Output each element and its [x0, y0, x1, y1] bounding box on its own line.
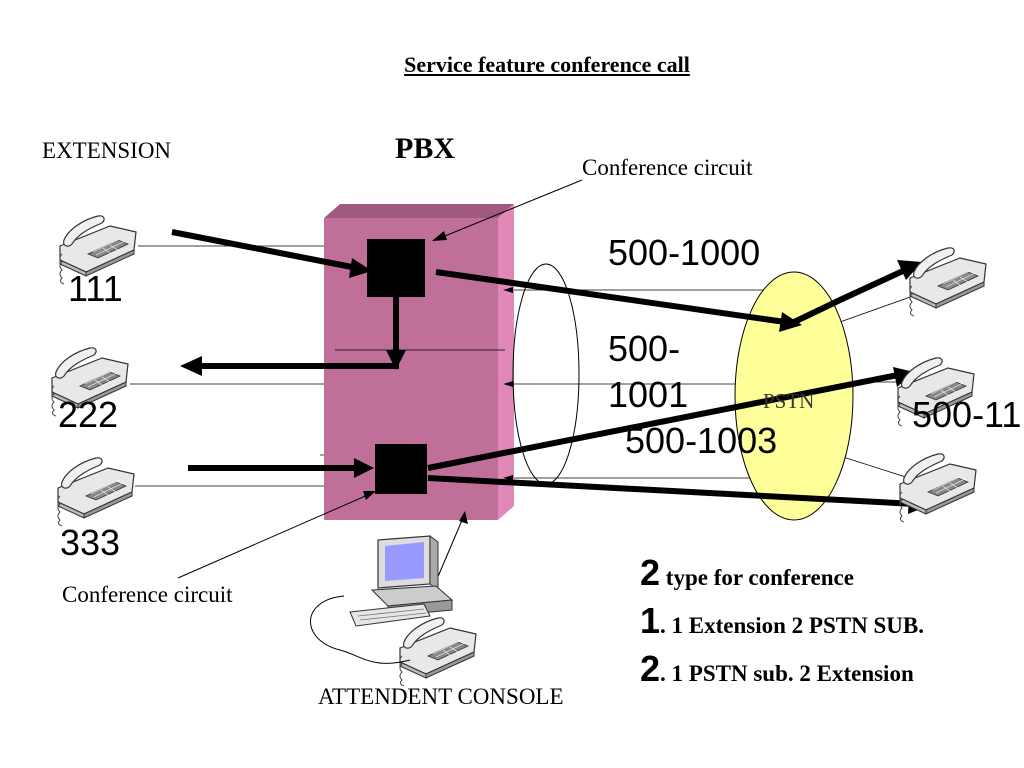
- note-text: type for conference: [660, 565, 854, 590]
- attendant-console-label: ATTENDENT CONSOLE: [318, 684, 564, 709]
- computer-icon: [310, 535, 454, 664]
- note-number: 2: [640, 648, 661, 689]
- telephone-icon: [399, 617, 477, 687]
- extension-number-333: 333: [60, 522, 121, 563]
- conference-circuit-label-top: Conference circuit: [582, 155, 753, 180]
- note-line-2: 1. 1 Extension 2 PSTN SUB.: [640, 600, 924, 642]
- note-line-3: 2. 1 PSTN sub. 2 Extension: [640, 648, 914, 690]
- route-number-1: 500-1000: [608, 232, 761, 273]
- page-title: Service feature conference call: [404, 52, 690, 77]
- arrowheads: [180, 258, 930, 514]
- conference-circuit-bottom: [375, 444, 427, 494]
- route-number-2-line2: 1001: [608, 374, 689, 415]
- note-number: 1: [640, 600, 661, 641]
- conference-circuit-label-bottom: Conference circuit: [62, 582, 233, 607]
- route-number-4: 500-11: [912, 394, 1022, 435]
- pbx-label: PBX: [395, 132, 455, 165]
- route-number-2-line1: 500-: [608, 328, 681, 369]
- extension-label: EXTENSION: [42, 138, 172, 163]
- pstn-label: PSTN: [763, 389, 815, 413]
- extension-number-222: 222: [58, 394, 119, 435]
- note-text: . 1 PSTN sub. 2 Extension: [660, 661, 914, 686]
- conference-circuit-top: [367, 239, 425, 297]
- route-number-3: 500-1003: [625, 420, 778, 461]
- telephone-icon: [909, 247, 987, 317]
- extension-number-111: 111: [68, 268, 123, 309]
- call-flow-arrows: [171, 229, 916, 507]
- note-line-1: 2 type for conference: [640, 552, 854, 594]
- telephone-icon: [57, 457, 135, 527]
- note-text: . 1 Extension 2 PSTN SUB.: [660, 613, 924, 638]
- note-number: 2: [640, 552, 661, 593]
